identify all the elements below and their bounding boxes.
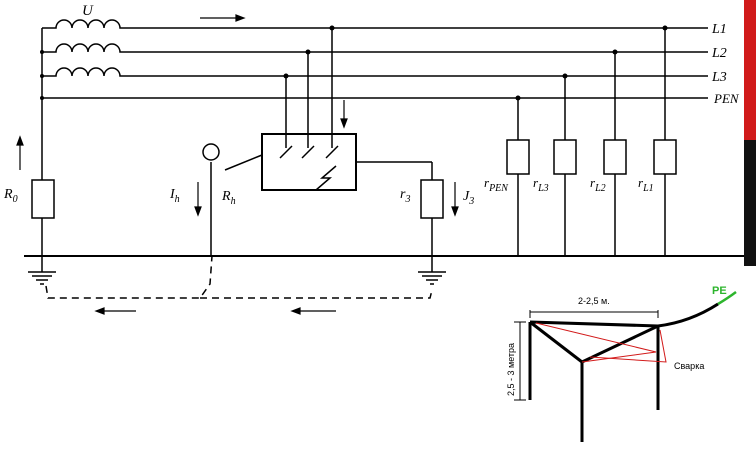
return-current-path	[45, 255, 213, 299]
resistor-r0	[31, 179, 55, 219]
equipment-enclosure	[261, 133, 357, 191]
resistor-r3	[420, 179, 444, 219]
grounding-inset: PE 2-2,5 м. 2,5 - 3 метра Сварка	[506, 285, 737, 442]
current-arrow-right-icon	[200, 14, 246, 22]
label-i3: J3	[463, 189, 474, 207]
current-arrow-up-icon	[16, 135, 24, 170]
label-rl1: rL1	[638, 175, 654, 194]
label-pen: PEN	[713, 91, 740, 106]
label-l1: L1	[711, 22, 727, 37]
label-rpen: rPEN	[484, 175, 509, 194]
fault-current-down-icon	[340, 100, 348, 129]
resistor-rl1	[653, 139, 677, 175]
label-rl3: rL3	[533, 175, 549, 194]
label-rl2: rL2	[590, 175, 606, 194]
return-arrow-left-1-icon	[94, 307, 136, 315]
winding-l3-icon	[42, 67, 124, 77]
return-current-path-right	[200, 289, 433, 299]
ih-arrow-down-icon	[194, 182, 202, 217]
resistor-rl2	[603, 139, 627, 175]
label-rh: Rh	[221, 189, 236, 207]
winding-l1-icon	[42, 19, 124, 29]
label-u: U	[82, 3, 94, 19]
edge-bar-dark	[744, 140, 756, 266]
ground-right-icon	[418, 218, 446, 285]
label-l2: L2	[711, 46, 727, 61]
label-pe: PE	[712, 285, 727, 297]
label-ih: Ih	[169, 187, 180, 205]
winding-l2-icon	[42, 43, 124, 53]
touch-point-icon	[202, 143, 220, 161]
label-weld: Сварка	[674, 361, 704, 371]
i3-arrow-down-icon	[451, 182, 459, 217]
label-r3: r3	[400, 187, 410, 205]
label-height: 2,5 - 3 метра	[506, 343, 516, 396]
enclosure-contact-wire	[224, 154, 263, 171]
resistor-rpen	[506, 139, 530, 175]
return-arrow-left-2-icon	[290, 307, 336, 315]
switch-contacts-icon	[279, 145, 339, 159]
edge-bar-red	[744, 0, 756, 140]
label-r0: R0	[3, 187, 18, 205]
label-width: 2-2,5 м.	[578, 296, 610, 306]
junction-dots	[40, 25, 668, 101]
resistor-rl3	[553, 139, 577, 175]
ground-left-icon	[28, 271, 56, 285]
label-l3: L3	[711, 70, 727, 85]
fault-lightning-icon	[315, 165, 337, 191]
